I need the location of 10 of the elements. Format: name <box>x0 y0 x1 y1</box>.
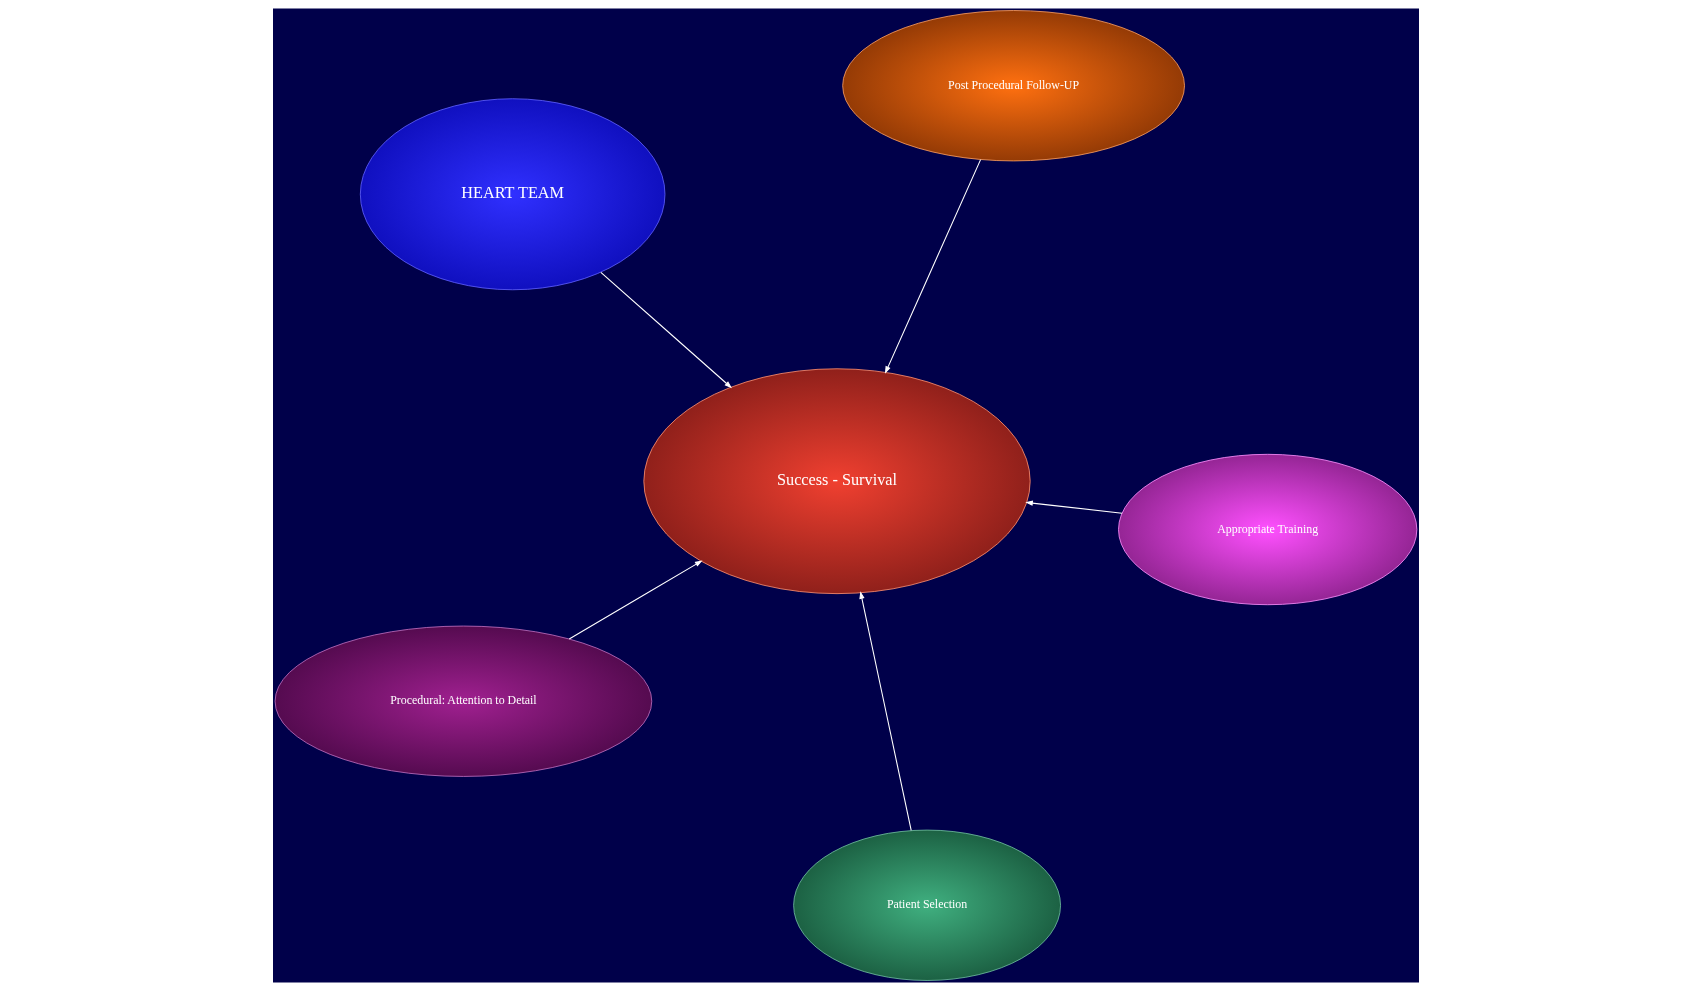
node-ellipse: Appropriate Training <box>1117 453 1417 606</box>
arrow <box>568 560 703 640</box>
node-ellipse: Post Procedural Follow-UP <box>841 10 1185 162</box>
node-ellipse: Procedural: Attention to Detail <box>274 625 652 777</box>
arrow <box>599 271 732 389</box>
node-ellipse: Patient Selection <box>792 829 1061 981</box>
arrow <box>1024 500 1123 514</box>
node-ellipse: HEART TEAM <box>359 98 665 291</box>
arrow <box>858 591 912 831</box>
arrow <box>884 159 981 374</box>
